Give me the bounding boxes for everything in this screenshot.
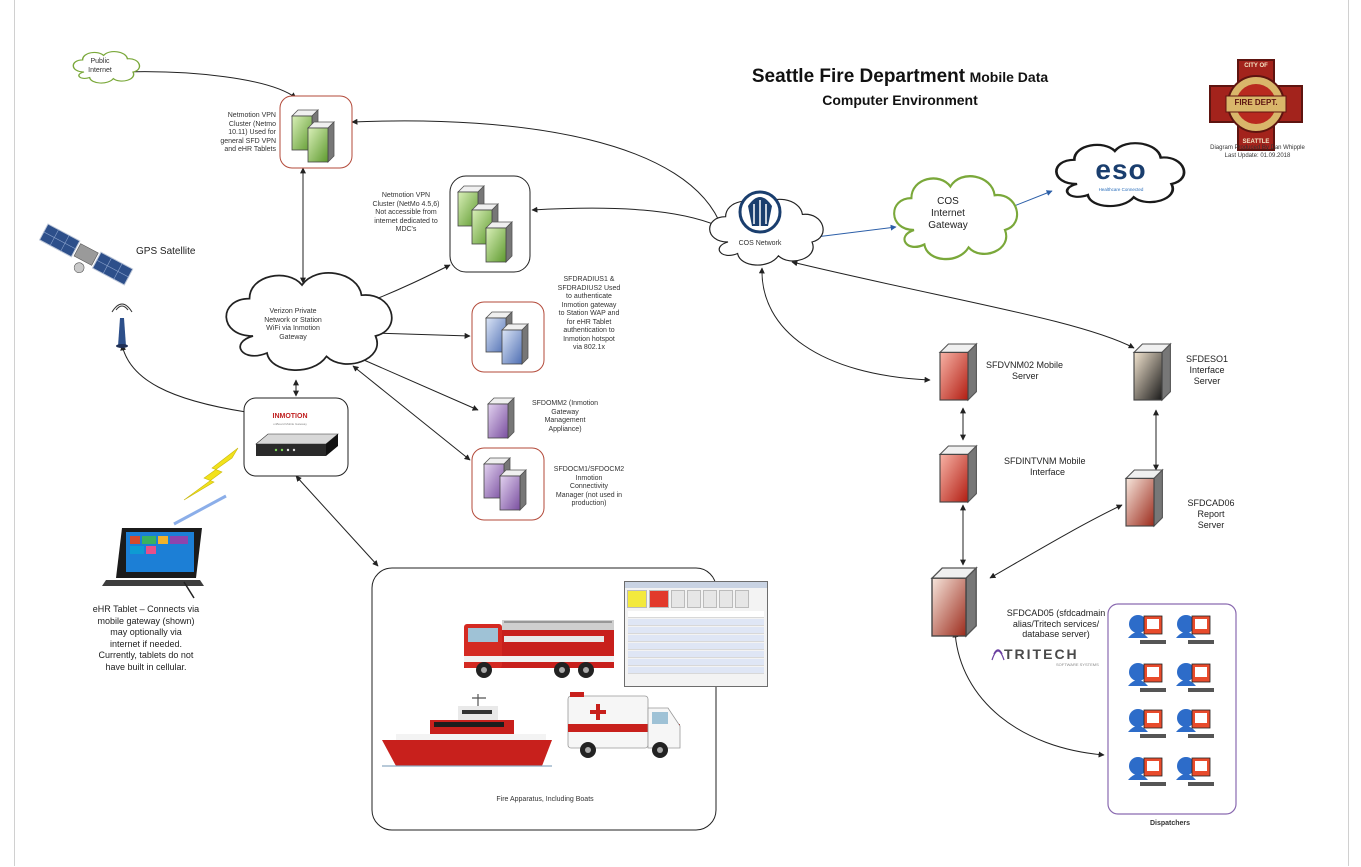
link-cad06-to-cad05	[989, 504, 1123, 579]
cad-row	[628, 635, 764, 642]
sfdeso1-label: SFDESO1 Interface Server	[1185, 354, 1228, 386]
sfdvnm02-label: SFDVNM02 Mobile Server	[986, 360, 1064, 381]
vpn2-label: Netmotion VPN Cluster (NetMo 4.5,6) Not …	[372, 192, 440, 233]
seattle-city-logo	[738, 190, 782, 234]
omm2-server	[487, 397, 515, 439]
diagram-title: Seattle Fire Department Mobile Data Comp…	[690, 66, 1110, 108]
vpn1-label: Netmotion VPN Cluster (Netmo 10.11) Used…	[220, 112, 276, 153]
badge-top-text: CITY OF	[1244, 63, 1268, 69]
sfdintvnm-label: SFDINTVNM Mobile Interface	[1004, 456, 1086, 477]
cad-screen-thumbnail	[624, 581, 768, 687]
tritech-logo-text: TRITECH	[1004, 646, 1079, 662]
link-cos-to-gateway	[807, 224, 897, 241]
link-cad05-to-dispatchers	[952, 631, 1105, 758]
fire-apparatus-label: Fire Apparatus, Including Boats	[496, 796, 594, 803]
sfdradius-label: SFDRADIUS1 & SFDRADIUS2 Used to authenti…	[557, 276, 621, 351]
page-frame	[14, 0, 1349, 866]
cad-row	[628, 659, 764, 666]
inmotion-logo-text: INMOTION	[272, 413, 308, 420]
link-verizon-to-ocm	[352, 365, 471, 461]
title-line2: Computer Environment	[822, 92, 978, 108]
ocm-servers	[483, 457, 527, 511]
verizon-network-label: Verizon Private Network or Station WiFi …	[264, 308, 322, 341]
link-gateway-to-gps-antenna	[120, 344, 247, 413]
cad-row	[628, 619, 764, 626]
public-internet-label: Public Internet	[88, 58, 112, 74]
ehr-tablet-icon	[102, 528, 204, 599]
radius-servers	[485, 311, 529, 365]
diagram-credit: Diagram Produced By Dan Whipple Last Upd…	[1185, 144, 1330, 160]
cad-btn	[649, 590, 669, 608]
gps-satellite-label: GPS Satellite	[136, 246, 196, 257]
tritech-logo-sub: SOFTWARE SYSTEMS	[1056, 662, 1099, 667]
cad-row	[628, 611, 764, 618]
cad-btn	[719, 590, 733, 608]
sfdomm2-label: SFDOMM2 (Inmotion Gateway Management App…	[531, 400, 599, 433]
sfdcad06-server	[1125, 469, 1163, 527]
link-public-internet-to-vpn1	[122, 68, 297, 99]
cos-network-label: COS Network	[738, 240, 782, 247]
sfdintvnm-server	[939, 445, 977, 503]
title-main: Seattle Fire Department	[751, 66, 966, 87]
sfdvnm02-server	[939, 343, 977, 401]
dispatcher-workstations	[1128, 615, 1214, 786]
sfdocm-label: SFDOCM1/SFDOCM2 Inmotion Connectivity Ma…	[553, 466, 625, 507]
ambulance-icon	[567, 692, 681, 758]
fire-engine-icon	[464, 620, 614, 678]
badge-bottom-text: SEATTLE	[1242, 139, 1270, 145]
credit-author: Diagram Produced By Dan Whipple	[1210, 145, 1305, 151]
cad-btn	[627, 590, 647, 608]
lightning-icon	[183, 447, 239, 501]
credit-date: Last Update: 01.09.2018	[1224, 153, 1291, 159]
tritech-logo-mark	[991, 649, 1005, 661]
cad-btn	[703, 590, 717, 608]
ehr-tablet-label: eHR Tablet – Connects via mobile gateway…	[92, 604, 200, 672]
cad-row	[628, 643, 764, 650]
dispatchers-box	[1107, 603, 1237, 815]
inmotion-router-icon	[255, 433, 339, 456]
eso-logo-text: eso	[1095, 154, 1147, 185]
cad-btn	[671, 590, 685, 608]
link-vpn1-to-cos	[351, 118, 723, 229]
eso-tagline: Healthcare Connected	[1098, 187, 1144, 192]
vpn1-servers	[291, 109, 335, 163]
link-gateway-to-apparatus	[295, 475, 379, 567]
badge-center-text: FIRE DEPT.	[1234, 98, 1278, 107]
sfdcad05-server	[931, 567, 977, 637]
vpn2-servers	[457, 185, 513, 263]
cad-row	[628, 627, 764, 634]
cad-btn	[735, 590, 749, 608]
inmotion-logo-sub: onBoard Mobile Gateway	[273, 422, 307, 426]
sfdcad06-label: SFDCAD06 Report Server	[1187, 498, 1235, 530]
cad-screen-titlebar	[625, 582, 767, 588]
gps-satellite-icon	[38, 223, 134, 286]
sfdeso1-server	[1133, 343, 1171, 401]
link-cos-to-vnm02	[758, 267, 931, 383]
cad-btn	[687, 590, 701, 608]
fire-boat-icon	[382, 694, 552, 767]
title-main-suffix: Mobile Data	[969, 69, 1049, 85]
cos-gateway-label: COS Internet Gateway	[928, 196, 968, 231]
dispatchers-label: Dispatchers	[1149, 820, 1191, 827]
gps-antenna-icon	[111, 303, 133, 348]
link-vpn2-to-cos	[531, 206, 719, 227]
cad-screen-toolbar	[625, 588, 767, 610]
cad-row	[628, 667, 764, 674]
link-cos-to-eso1	[791, 260, 1135, 349]
cad-row	[628, 651, 764, 658]
link-verizon-to-radius	[370, 330, 471, 339]
seattle-fire-dept-badge	[1209, 59, 1303, 151]
sfdcad05-label: SFDCAD05 (sfdcadmain alias/Tritech servi…	[1006, 608, 1106, 639]
